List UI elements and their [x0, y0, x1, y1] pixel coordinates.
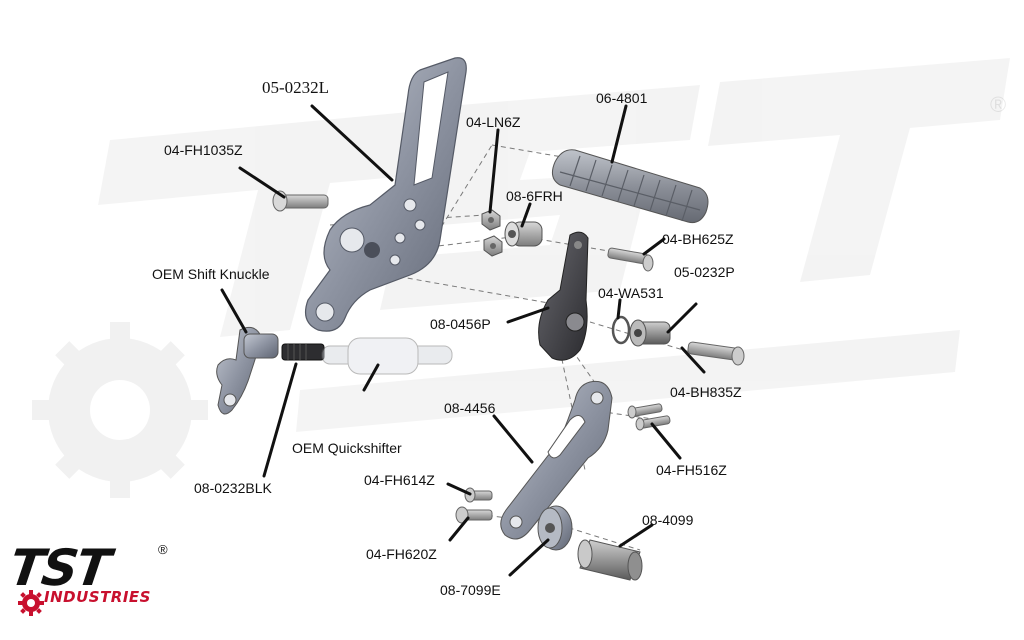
- logo-subtext: INDUSTRIES: [44, 588, 151, 606]
- bolts-fh516z-part: [627, 403, 671, 431]
- spacer-0232p-part: [629, 319, 671, 347]
- grip-peg-part: [551, 149, 709, 223]
- label-oem-shift-knuckle: OEM Shift Knuckle: [152, 266, 270, 282]
- washer-wa531-part: [611, 315, 631, 345]
- logo-wordmark: TST: [5, 539, 113, 597]
- shift-arm-0456p-part: [538, 231, 589, 361]
- label-04-bh625z: 04-BH625Z: [662, 231, 734, 247]
- leader-lines: [220, 104, 706, 577]
- bolt-bh625z-part: [607, 247, 654, 272]
- tst-industries-logo: TST INDUSTRIES ®: [6, 539, 180, 634]
- label-08-0232blk: 08-0232BLK: [194, 480, 272, 496]
- label-08-6frh: 08-6FRH: [506, 188, 563, 204]
- linkage-arm-4456-part: [500, 380, 613, 540]
- label-08-0456p: 08-0456P: [430, 316, 491, 332]
- watermark-gear-icon: [32, 322, 208, 498]
- label-04-fh516z: 04-FH516Z: [656, 462, 727, 478]
- label-05-0232l: 05-0232L: [262, 78, 330, 97]
- label-04-bh835z: 04-BH835Z: [670, 384, 742, 400]
- label-05-0232p: 05-0232P: [674, 264, 735, 280]
- oem-quickshifter-part: [321, 337, 453, 375]
- nut-ln6z-part: [481, 209, 503, 257]
- label-04-ln6z: 04-LN6Z: [466, 114, 521, 130]
- bushing-6frh-part: [504, 221, 543, 247]
- label-oem-quickshifter: OEM Quickshifter: [292, 440, 402, 456]
- label-08-4099: 08-4099: [642, 512, 694, 528]
- label-04-fh620z: 04-FH620Z: [366, 546, 437, 562]
- label-04-fh1035z: 04-FH1035Z: [164, 142, 243, 158]
- logo-registered-mark: ®: [158, 542, 168, 557]
- bolt-bh835z-part: [687, 341, 745, 366]
- bolt-fh620z-part: [455, 506, 493, 524]
- label-04-fh614z: 04-FH614Z: [364, 472, 435, 488]
- label-08-4456: 08-4456: [444, 400, 496, 416]
- label-08-7099e: 08-7099E: [440, 582, 501, 598]
- tube-4099-part: [577, 539, 643, 581]
- oem-shift-knuckle-part: [216, 326, 279, 415]
- logo-gear-icon: [18, 590, 44, 616]
- rod-0232blk-part: [281, 343, 325, 361]
- label-04-wa531: 04-WA531: [598, 285, 664, 301]
- watermark-registered-mark: ®: [990, 92, 1007, 117]
- rearset-bracket-part: [305, 57, 467, 332]
- label-06-4801: 06-4801: [596, 90, 648, 106]
